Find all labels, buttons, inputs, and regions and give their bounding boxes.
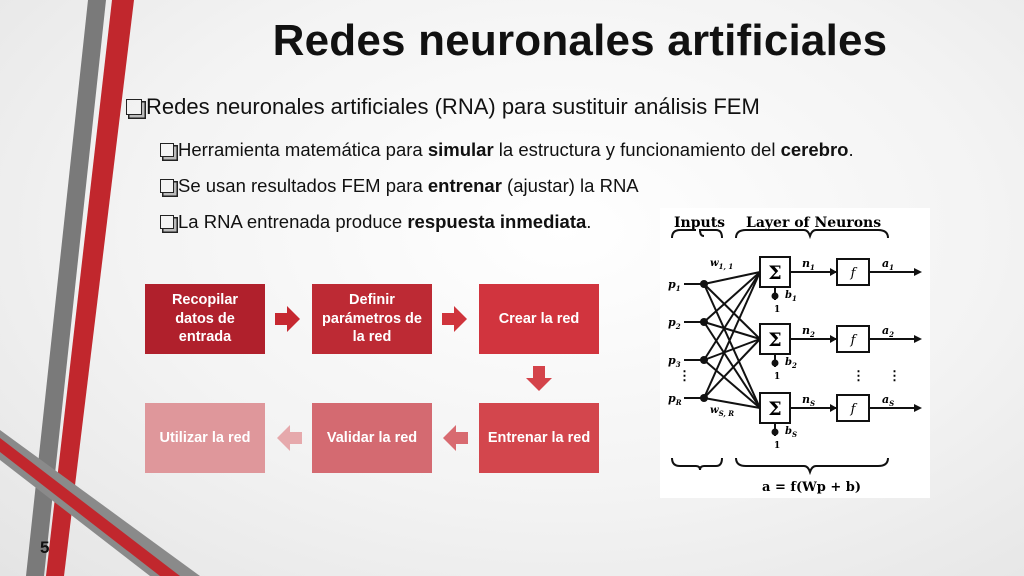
arrow-down-icon xyxy=(526,366,552,391)
weight-connection xyxy=(703,397,761,409)
bias-input-one: 1 xyxy=(774,441,780,451)
weight-connection xyxy=(703,338,761,361)
sum-symbol: Σ xyxy=(768,329,781,351)
bullet-sub-1: Herramienta matemática para simular la e… xyxy=(160,139,854,161)
transfer-function-node xyxy=(836,258,870,286)
transfer-function-node xyxy=(836,394,870,422)
weight-connection xyxy=(703,338,761,399)
transfer-function-symbol: f xyxy=(850,333,858,348)
bias-label: bS xyxy=(785,426,797,439)
checkbox-bullet-icon xyxy=(126,99,142,115)
bias-label: b2 xyxy=(785,357,797,370)
weight-top-label: w1, 1 xyxy=(710,258,733,271)
page-number: 5 xyxy=(40,538,50,557)
bullet-text: Herramienta matemática para simular la e… xyxy=(178,139,854,160)
checkbox-bullet-icon xyxy=(160,215,174,229)
bullet-sub-2: Se usan resultados FEM para entrenar (aj… xyxy=(160,175,639,197)
decorative-stripes xyxy=(0,0,200,576)
weight-connection xyxy=(703,271,761,361)
weight-connection xyxy=(703,359,761,409)
network-equation: a = f(Wp + b) xyxy=(762,480,861,495)
weight-connection xyxy=(703,283,761,340)
weight-connection xyxy=(703,271,761,323)
flow-step-crear: Crear la red xyxy=(479,284,599,354)
layer-label: Layer of Neurons xyxy=(746,215,881,231)
transfer-function-node xyxy=(836,325,870,353)
bullet-sub-3: La RNA entrenada produce respuesta inmed… xyxy=(160,211,591,233)
neuron-ellipsis: ⋮ xyxy=(852,369,865,384)
flow-step-definir: Definir parámetros de la red xyxy=(312,284,432,354)
weight-connection xyxy=(703,283,761,409)
inputs-label: Inputs xyxy=(674,215,725,231)
bias-node xyxy=(771,292,779,300)
output-ellipsis: ⋮ xyxy=(888,369,901,384)
arrow-left-icon xyxy=(443,425,468,451)
flow-step-entrenar: Entrenar la red xyxy=(479,403,599,473)
bias-node xyxy=(771,428,779,436)
input-ellipsis: ⋮ xyxy=(678,369,691,384)
bias-input-one: 1 xyxy=(774,372,780,382)
input-node xyxy=(700,356,708,364)
bias-label: b1 xyxy=(785,290,797,303)
weight-connection xyxy=(703,271,761,285)
sum-symbol: Σ xyxy=(768,398,781,420)
transfer-function-symbol: f xyxy=(850,402,858,417)
sum-symbol: Σ xyxy=(768,262,781,284)
bias-input-one: 1 xyxy=(774,305,780,315)
weight-connection xyxy=(703,321,761,409)
input-node xyxy=(700,280,708,288)
summation-node xyxy=(759,323,791,355)
bullet-text: La RNA entrenada produce respuesta inmed… xyxy=(178,211,592,232)
bullet-main: Redes neuronales artificiales (RNA) para… xyxy=(126,94,760,120)
checkbox-bullet-icon xyxy=(160,179,174,193)
weight-bottom-label: wS, R xyxy=(710,405,734,418)
checkbox-bullet-icon xyxy=(160,143,174,157)
input-node xyxy=(700,318,708,326)
weight-connection xyxy=(703,321,761,340)
transfer-function-symbol: f xyxy=(850,266,858,281)
flow-step-validar: Validar la red xyxy=(312,403,432,473)
arrow-left-icon xyxy=(277,425,302,451)
flow-step-recopilar: Recopilar datos de entrada xyxy=(145,284,265,354)
input-node xyxy=(700,394,708,402)
weight-connection xyxy=(703,271,761,399)
bullet-main-text: Redes neuronales artificiales (RNA) para… xyxy=(146,94,760,119)
slide-title: Redes neuronales artificiales xyxy=(272,16,888,65)
arrow-right-icon xyxy=(442,306,467,332)
bias-node xyxy=(771,359,779,367)
flow-step-utilizar: Utilizar la red xyxy=(145,403,265,473)
arrow-right-icon xyxy=(275,306,300,332)
bullet-text: Se usan resultados FEM para entrenar (aj… xyxy=(178,175,639,196)
